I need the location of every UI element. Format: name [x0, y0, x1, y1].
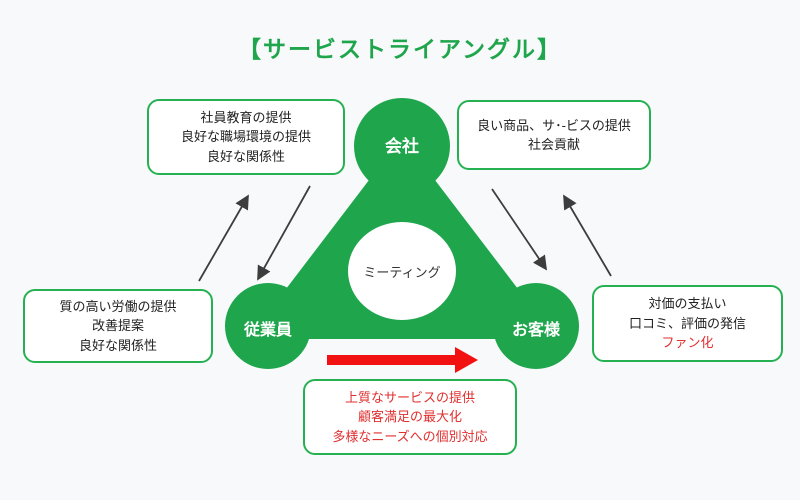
employee-node-label: 従業員 — [243, 322, 292, 339]
employee-node-circle — [225, 283, 311, 369]
box-line-highlight: 顧客満足の最大化 — [357, 409, 462, 425]
company-node-circle — [354, 98, 450, 194]
box-line: 良好な関係性 — [206, 148, 285, 164]
box-line: 良好な関係性 — [78, 337, 157, 353]
company-node-label: 会社 — [385, 137, 419, 156]
arrow-employee-to-company-icon — [198, 194, 249, 282]
meeting-label: ミーティング — [363, 265, 441, 280]
company-to-employee-box: 社員教育の提供 良好な職場環境の提供 良好な関係性 — [147, 99, 345, 175]
box-line-highlight: ファン化 — [661, 335, 714, 351]
employee-to-customer-box: 上質なサービスの提供 顧客満足の最大化 多様なニーズへの個別対応 — [303, 379, 517, 455]
box-line: 対価の支払い — [648, 296, 727, 312]
box-line: 質の高い労働の提供 — [59, 298, 177, 314]
box-line: 良好な職場環境の提供 — [180, 129, 311, 145]
arrow-company-to-employee-icon — [257, 185, 311, 281]
company-to-customer-box: 良い商品、サ･-ビスの提供 社会貢献 — [457, 100, 651, 170]
arrow-employee-to-customer-red-icon — [327, 347, 478, 373]
box-line: 社員教育の提供 — [200, 109, 292, 125]
customer-node-label: お客様 — [511, 322, 560, 339]
box-line: 良い商品、サ･-ビスの提供 — [477, 117, 631, 133]
box-line: 社会貢献 — [527, 137, 580, 152]
customer-node-circle — [493, 283, 579, 369]
box-line: 口コミ、評価の発信 — [628, 315, 746, 331]
box-line: 改善提案 — [91, 318, 144, 334]
customer-to-company-box: 対価の支払い 口コミ、評価の発信 ファン化 — [592, 285, 783, 362]
box-line-highlight: 上質なサービスの提供 — [344, 389, 475, 405]
page-title: 【サービストライアングル】 — [237, 36, 563, 62]
meeting-ellipse — [348, 222, 456, 320]
arrow-company-to-customer-icon — [491, 188, 548, 271]
arrow-customer-to-company-icon — [563, 194, 612, 277]
employee-to-company-box: 質の高い労働の提供 改善提案 良好な関係性 — [23, 289, 213, 363]
box-line-highlight: 多様なニーズへの個別対応 — [332, 428, 488, 444]
